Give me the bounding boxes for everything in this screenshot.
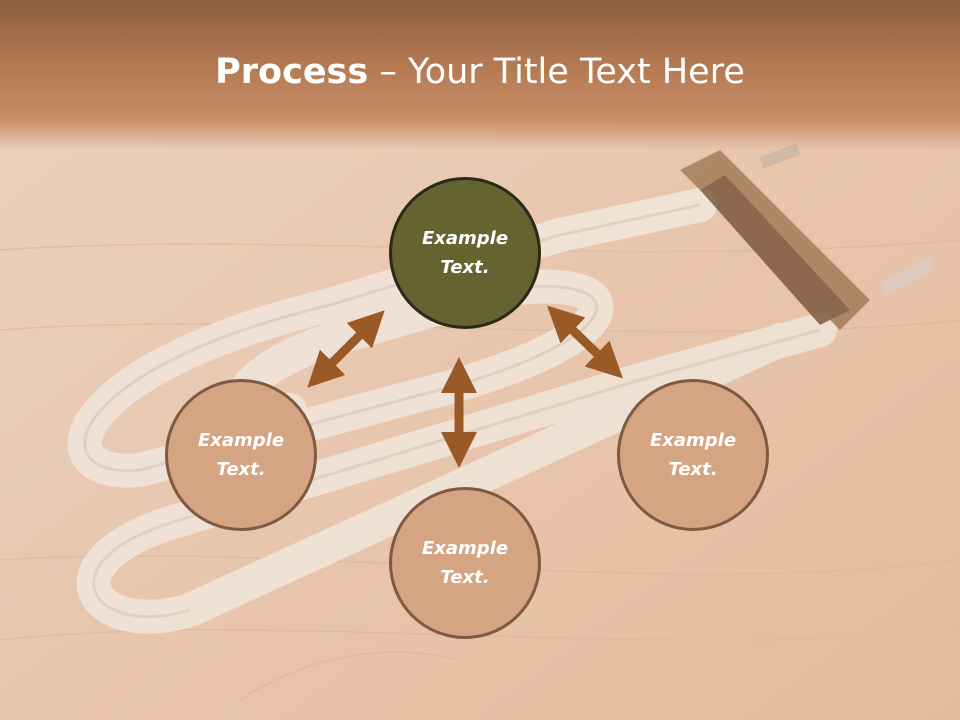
process-node-bottom[interactable]: Example Text. xyxy=(389,487,541,639)
slide-title: Process – Your Title Text Here xyxy=(0,52,960,92)
arrow-top-right xyxy=(547,305,623,379)
node-left-text: Example Text. xyxy=(197,430,285,480)
title-bold: Process xyxy=(215,52,369,92)
node-bottom-text: Example Text. xyxy=(421,538,509,588)
node-right-text: Example Text. xyxy=(649,430,737,480)
title-rest: – Your Title Text Here xyxy=(368,52,745,92)
title-bar xyxy=(0,0,960,150)
process-node-right[interactable]: Example Text. xyxy=(617,379,769,531)
node-center-text: Example Text. xyxy=(421,228,509,278)
process-node-left[interactable]: Example Text. xyxy=(165,379,317,531)
arrow-top-left xyxy=(307,310,385,388)
process-node-center[interactable]: Example Text. xyxy=(389,177,541,329)
